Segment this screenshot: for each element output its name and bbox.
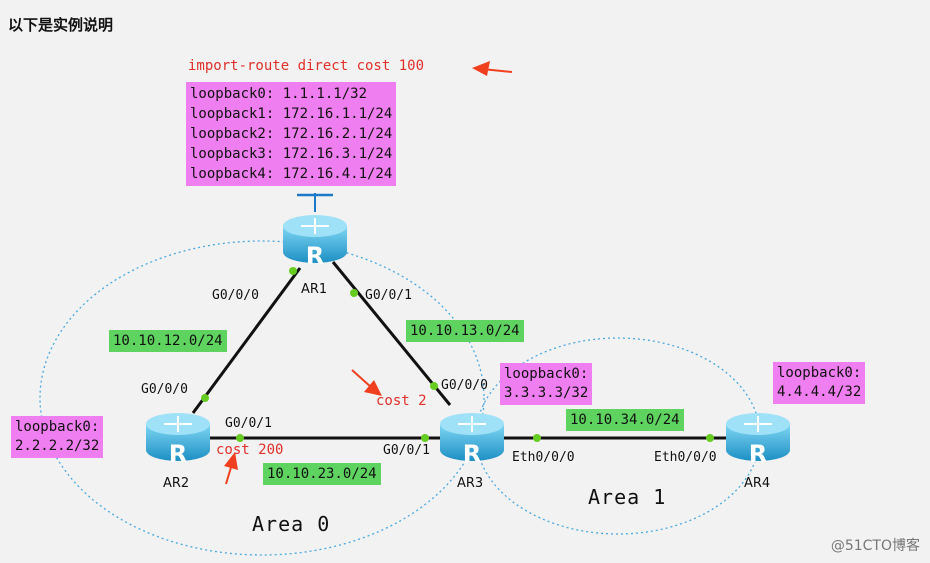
ar4-loopback-addr: 4.4.4.4/32 <box>777 384 862 400</box>
ar3-if-g000: G0/0/0 <box>441 378 488 393</box>
ar3-loopback-addr: 3.3.3.3/32 <box>504 385 589 401</box>
page-heading: 以下是实例说明 <box>8 16 114 34</box>
ar3-if-g001: G0/0/1 <box>383 443 430 458</box>
ar2-if-g000: G0/0/0 <box>141 382 188 397</box>
area0-label: Area 0 <box>252 512 331 536</box>
arrow-cost200-icon <box>224 452 238 485</box>
import-route-note: import-route direct cost 100 <box>188 58 425 74</box>
link-dot-ar2-g001 <box>236 434 244 442</box>
link-dot-ar1-g000 <box>289 267 297 275</box>
link-dot-ar2-g000 <box>201 394 209 402</box>
router-ar2[interactable]: R <box>146 413 210 468</box>
router-arrows-icon <box>164 416 192 432</box>
router-glyph: R <box>306 242 324 270</box>
ar2-loopback-title: loopback0: <box>15 419 100 435</box>
arrow-cost2-icon <box>351 369 382 396</box>
ar1-loopback-4: loopback4: 172.16.4.1/24 <box>190 166 393 182</box>
ar2-label: AR2 <box>163 476 190 491</box>
link-dot-ar3-eth000 <box>533 434 541 442</box>
router-ar4[interactable]: R <box>726 413 790 468</box>
link-dot-ar4-eth000 <box>706 434 714 442</box>
router-ar3[interactable]: R <box>440 413 504 468</box>
ar2-if-g001: G0/0/1 <box>225 416 272 431</box>
router-arrows-icon <box>458 416 486 432</box>
ar3-if-eth000: Eth0/0/0 <box>512 450 575 465</box>
arrow-import-note-icon <box>472 61 513 76</box>
ar2-loopback-box: loopback0: 2.2.2.2/32 <box>11 416 104 458</box>
ar4-if-eth000: Eth0/0/0 <box>654 450 717 465</box>
network-10-10-34: 10.10.34.0/24 <box>566 409 684 431</box>
link-ar1-ar3 <box>331 261 452 406</box>
cost-2-label: cost 2 <box>376 393 427 409</box>
router-glyph: R <box>749 440 767 468</box>
ar2-loopback-addr: 2.2.2.2/32 <box>15 438 100 454</box>
ar1-loopback-list: loopback0: 1.1.1.1/32 loopback1: 172.16.… <box>186 82 397 186</box>
cost-200-label: cost 200 <box>216 442 284 458</box>
ar3-label: AR3 <box>457 476 484 491</box>
router-ar1[interactable]: R <box>283 215 347 270</box>
ar1-if-g001: G0/0/1 <box>365 288 412 303</box>
ar1-loopback-2: loopback2: 172.16.2.1/24 <box>190 126 393 142</box>
ar1-loopback-0: loopback0: 1.1.1.1/32 <box>190 86 368 102</box>
ar4-label: AR4 <box>744 476 771 491</box>
ar1-label: AR1 <box>301 282 328 297</box>
link-dot-ar3-g001 <box>421 434 429 442</box>
ar4-loopback-title: loopback0: <box>777 365 862 381</box>
router-arrows-icon <box>301 218 329 234</box>
ar1-if-g000: G0/0/0 <box>212 288 259 303</box>
ar4-loopback-box: loopback0: 4.4.4.4/32 <box>773 362 866 404</box>
ar1-loopback-3: loopback3: 172.16.3.1/24 <box>190 146 393 162</box>
network-10-10-12: 10.10.12.0/24 <box>109 330 227 352</box>
router-glyph: R <box>463 440 481 468</box>
router-arrows-icon <box>744 416 772 432</box>
watermark: @51CTO博客 <box>830 538 920 554</box>
ar3-loopback-box: loopback0: 3.3.3.3/32 <box>500 363 593 405</box>
ar3-loopback-title: loopback0: <box>504 366 589 382</box>
area1-label: Area 1 <box>588 485 667 509</box>
network-10-10-13: 10.10.13.0/24 <box>406 320 524 342</box>
link-ar1-ar2 <box>191 267 302 414</box>
link-dot-ar1-g001 <box>350 289 358 297</box>
link-dot-ar3-g000 <box>430 382 438 390</box>
router-glyph: R <box>169 440 187 468</box>
network-10-10-23: 10.10.23.0/24 <box>263 463 381 485</box>
area0-boundary <box>39 240 485 556</box>
ar1-loopback-1: loopback1: 172.16.1.1/24 <box>190 106 393 122</box>
